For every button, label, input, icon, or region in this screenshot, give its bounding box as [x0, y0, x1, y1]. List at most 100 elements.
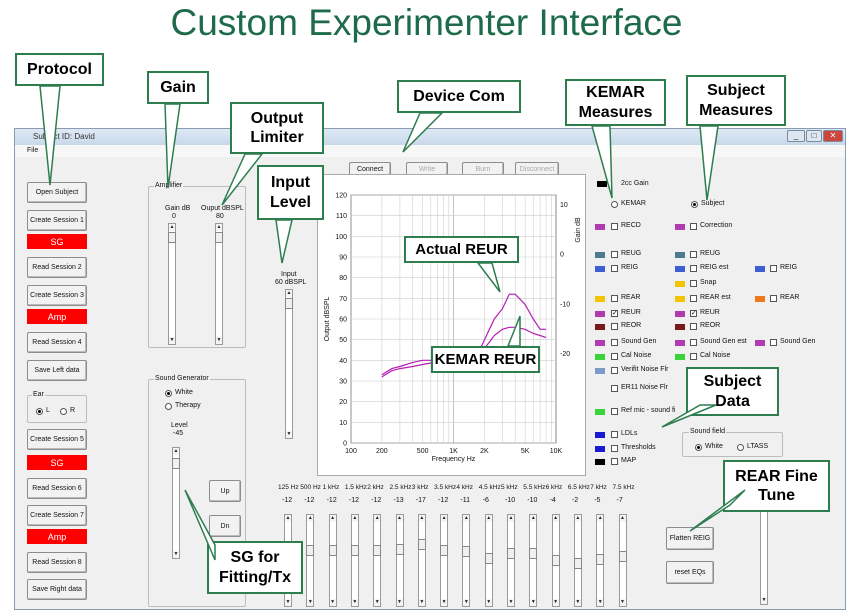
eq-slider[interactable]: ▲▼ — [618, 514, 627, 607]
gain-slider[interactable]: ▲ ▼ — [168, 223, 176, 345]
save-right-data-button[interactable]: Save Right data — [27, 579, 87, 600]
eq-slider-thumb[interactable] — [551, 555, 560, 566]
slider-down-icon[interactable]: ▼ — [173, 551, 179, 558]
eq-slider[interactable]: ▲▼ — [596, 514, 605, 607]
eq-slider-thumb[interactable] — [529, 548, 538, 559]
slider-up-icon[interactable]: ▲ — [597, 515, 604, 522]
gain-slider-thumb[interactable] — [168, 232, 176, 243]
slider-up-icon[interactable]: ▲ — [396, 515, 403, 522]
eq-slider[interactable]: ▲▼ — [417, 514, 426, 607]
slider-up-icon[interactable]: ▲ — [418, 515, 425, 522]
checkbox-extra-sound-gen[interactable] — [770, 339, 777, 346]
ear-radio-r[interactable] — [60, 408, 67, 415]
sg-radio-therapy[interactable] — [165, 403, 172, 410]
slider-up-icon[interactable]: ▲ — [441, 515, 448, 522]
sf-radio-white[interactable] — [695, 444, 702, 451]
slider-up-icon[interactable]: ▲ — [351, 515, 358, 522]
open-subject-button[interactable]: Open Subject — [27, 182, 87, 203]
eq-slider-thumb[interactable] — [507, 548, 515, 559]
checkbox-kemar-ref-mic-sound-fi[interactable] — [611, 408, 618, 415]
checkbox-subject-reor[interactable] — [690, 323, 697, 330]
checkbox-kemar-verifit-noise-flr[interactable] — [611, 367, 618, 374]
slider-down-icon[interactable]: ▼ — [574, 599, 581, 606]
eq-slider-thumb[interactable] — [373, 545, 382, 556]
slider-down-icon[interactable]: ▼ — [761, 597, 767, 604]
subject-radio[interactable] — [691, 201, 698, 208]
slider-up-icon[interactable]: ▲ — [169, 224, 175, 231]
checkbox-kemar-reug[interactable] — [611, 251, 618, 258]
eq-slider[interactable]: ▲▼ — [373, 514, 382, 607]
checkbox-kemar-rear[interactable] — [611, 295, 618, 302]
sf-radio-ltass[interactable] — [737, 444, 744, 451]
slider-up-icon[interactable]: ▲ — [216, 224, 222, 231]
slider-down-icon[interactable]: ▼ — [508, 599, 514, 606]
eq-slider[interactable]: ▲▼ — [573, 514, 582, 607]
create-session-3-button[interactable]: Create Session 3 — [27, 285, 87, 306]
eq-slider-thumb[interactable] — [573, 558, 582, 569]
checkbox-subject-correction[interactable] — [690, 223, 697, 230]
input-slider[interactable]: ▲ ▼ — [285, 289, 293, 439]
checkbox-extra-rear[interactable] — [770, 295, 777, 302]
slider-up-icon[interactable]: ▲ — [374, 515, 381, 522]
eq-slider[interactable]: ▲▼ — [328, 514, 337, 607]
close-button[interactable]: ✕ — [823, 130, 843, 142]
eq-slider-thumb[interactable] — [417, 539, 426, 550]
checkbox-subject-snap[interactable] — [690, 280, 697, 287]
slider-down-icon[interactable]: ▼ — [530, 599, 537, 606]
slider-down-icon[interactable]: ▼ — [597, 599, 604, 606]
eq-slider-thumb[interactable] — [618, 551, 627, 562]
slider-up-icon[interactable]: ▲ — [329, 515, 336, 522]
flatten-reig-button[interactable]: Flatten REIG — [666, 527, 714, 550]
slider-up-icon[interactable]: ▲ — [173, 448, 179, 455]
eq-slider-thumb[interactable] — [462, 546, 471, 557]
slider-up-icon[interactable]: ▲ — [286, 290, 292, 297]
eq-slider[interactable]: ▲▼ — [529, 514, 538, 607]
slider-down-icon[interactable]: ▼ — [485, 599, 492, 606]
eq-slider[interactable]: ▲▼ — [484, 514, 493, 607]
create-session-5-button[interactable]: Create Session 5 — [27, 429, 87, 450]
slider-down-icon[interactable]: ▼ — [463, 599, 470, 606]
checkbox-kemar-reor[interactable] — [611, 323, 618, 330]
slider-down-icon[interactable]: ▼ — [374, 599, 381, 606]
slider-down-icon[interactable]: ▼ — [552, 599, 559, 606]
slider-down-icon[interactable]: ▼ — [285, 599, 291, 606]
checkbox-subject-cal-noise[interactable] — [690, 353, 697, 360]
checkbox-kemar-recd[interactable] — [611, 223, 618, 230]
minimize-button[interactable]: _ — [787, 130, 805, 142]
sg-radio-white[interactable] — [165, 390, 172, 397]
eq-slider[interactable]: ▲▼ — [440, 514, 449, 607]
ear-radio-l[interactable] — [36, 408, 43, 415]
slider-down-icon[interactable]: ▼ — [351, 599, 358, 606]
slider-down-icon[interactable]: ▼ — [329, 599, 336, 606]
slider-up-icon[interactable]: ▲ — [285, 515, 291, 522]
eq-slider-thumb[interactable] — [596, 554, 605, 565]
slider-down-icon[interactable]: ▼ — [169, 337, 175, 344]
slider-up-icon[interactable]: ▲ — [485, 515, 492, 522]
reset-eqs-button[interactable]: reset EQs — [666, 561, 714, 584]
rear-fine-tune-slider[interactable]: ▼ — [760, 507, 768, 605]
checkbox-kemar-cal-noise[interactable] — [611, 353, 618, 360]
eq-slider-thumb[interactable] — [306, 545, 315, 556]
slider-down-icon[interactable]: ▼ — [307, 599, 314, 606]
eq-slider[interactable]: ▲▼ — [395, 514, 404, 607]
eq-slider-thumb[interactable] — [484, 553, 493, 564]
level-slider-thumb[interactable] — [172, 458, 180, 469]
slider-down-icon[interactable]: ▼ — [216, 337, 222, 344]
checkbox-kemar-reig[interactable] — [611, 265, 618, 272]
slider-down-icon[interactable]: ▼ — [619, 599, 626, 606]
slider-down-icon[interactable]: ▼ — [286, 431, 292, 438]
slider-down-icon[interactable]: ▼ — [441, 599, 448, 606]
read-session-6-button[interactable]: Read Session 6 — [27, 478, 87, 499]
read-session-2-button[interactable]: Read Session 2 — [27, 257, 87, 278]
checkbox-kemar-er11-noise-flr[interactable] — [611, 385, 618, 392]
maximize-button[interactable]: □ — [806, 130, 822, 142]
eq-slider[interactable]: ▲▼ — [507, 514, 515, 607]
read-session-8-button[interactable]: Read Session 8 — [27, 552, 87, 573]
checkbox-kemar-sound-gen[interactable] — [611, 339, 618, 346]
eq-slider-thumb[interactable] — [350, 545, 359, 556]
checkbox-subject-reug[interactable] — [690, 251, 697, 258]
eq-slider-thumb[interactable] — [395, 544, 404, 555]
eq-slider[interactable]: ▲▼ — [462, 514, 471, 607]
create-session-1-button[interactable]: Create Session 1 — [27, 210, 87, 231]
checkbox-kemar-map[interactable] — [611, 458, 618, 465]
